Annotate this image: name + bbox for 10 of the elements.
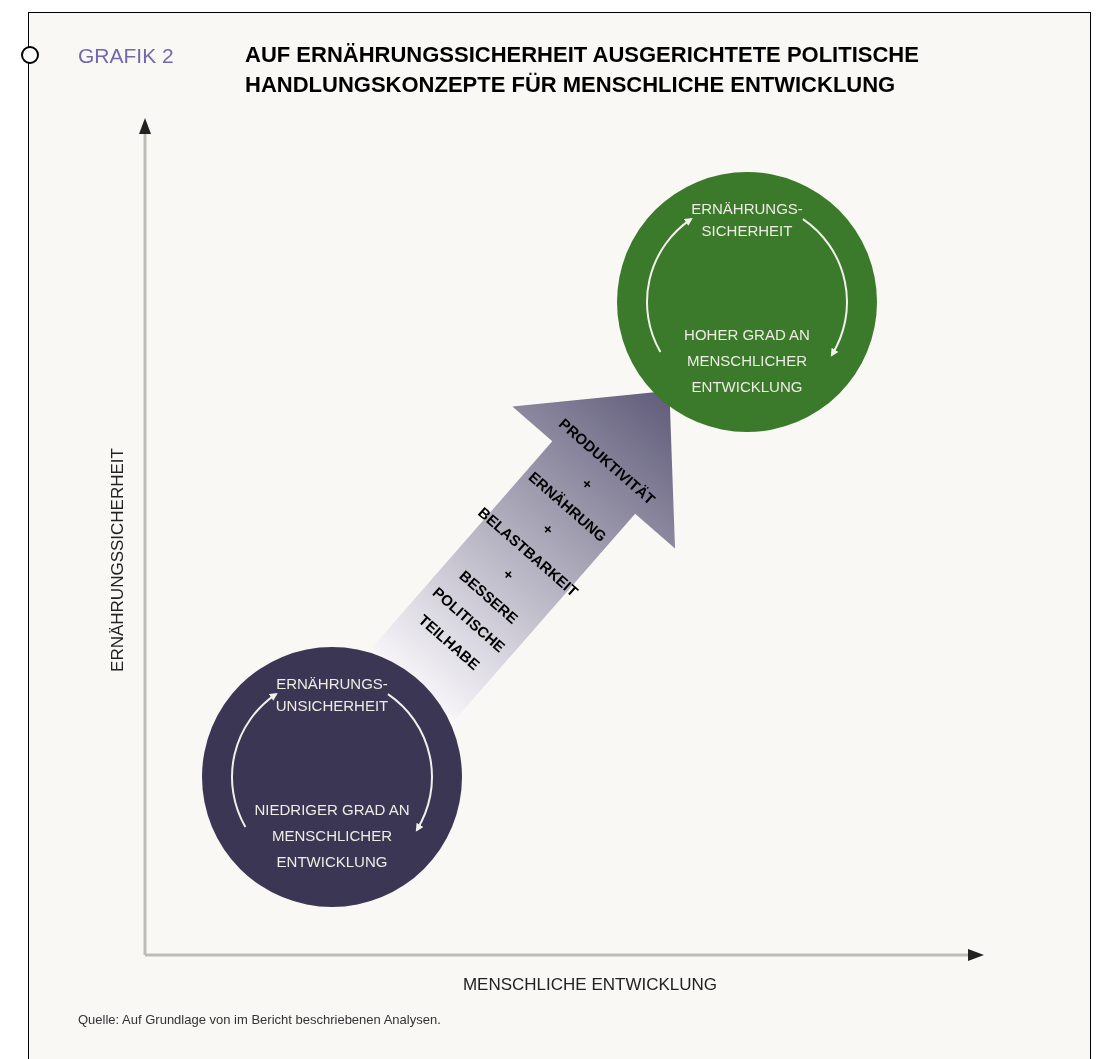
node-label: ERNÄHRUNGS- SICHERHEIT (690, 199, 804, 241)
axis-label: MENSCHLICHE ENTWICKLUNG (462, 974, 718, 997)
figure-number: GRAFIK 2 (78, 43, 174, 69)
node-label: HOHER GRAD AN MENSCHLICHER ENTWICKLUNG (683, 325, 811, 397)
caption: Quelle: Auf Grundlage von im Bericht beschriebenen Analysen. (78, 1011, 441, 1029)
node-label: ERNÄHRUNGS- UNSICHERHEIT (274, 674, 390, 716)
node-label: NIEDRIGER GRAD AN MENSCHLICHER ENTWICKLUNG (253, 800, 411, 872)
arrow (372, 390, 676, 720)
title: AUF ERNÄHRUNGSSICHERHEIT AUSGERICHTETE POLITISCHE HANDLUNGSKONZEPTE FÜR MENSCHLICHE ENTWICKLUNG (245, 41, 920, 99)
axis-label: ERNÄHRUNGSSICHERHEIT (107, 448, 129, 672)
